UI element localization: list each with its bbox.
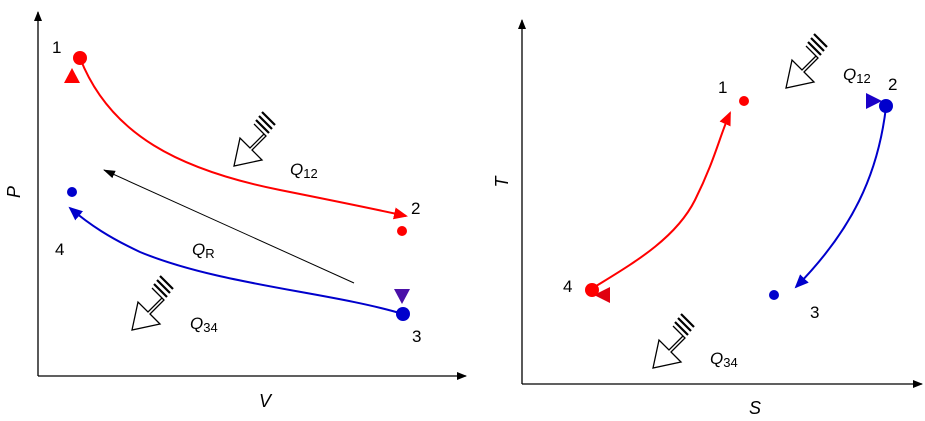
- pv-process-1-2: [79, 57, 408, 220]
- ts-q34-label: Q34: [710, 349, 738, 370]
- pv-heat-out-arrow-icon: [130, 274, 175, 332]
- pv-state-2-dot: [397, 226, 407, 236]
- ts-state-3-dot: [769, 290, 779, 300]
- ts-state-1-label: 1: [718, 78, 727, 97]
- pv-q12-label: Q12: [290, 160, 318, 181]
- pv-state-2-label: 2: [411, 199, 420, 218]
- pv-state-4-dot: [67, 187, 77, 197]
- ts-heat-in-arrow-icon: [784, 32, 829, 90]
- ts-state-2-label: 2: [888, 75, 897, 94]
- pv-state-1-dot: [73, 51, 87, 65]
- ts-diagram: T S 1 2 3 4 Q12 Q34: [492, 19, 923, 418]
- ts-y-axis-label: T: [492, 175, 512, 188]
- pv-state-1-label: 1: [52, 38, 61, 57]
- ts-state-3-label: 3: [810, 303, 819, 322]
- ts-state-4-dot: [585, 283, 599, 297]
- ts-x-axis-label: S: [749, 398, 761, 418]
- pv-y-axis-label: P: [4, 186, 24, 198]
- pv-process-3-4: [68, 206, 404, 315]
- pv-regenerator-arrow: [103, 169, 355, 284]
- pv-state-3-dot: [396, 307, 410, 321]
- pv-state-3-label: 3: [412, 327, 421, 346]
- pv-q34-label: Q34: [190, 314, 218, 335]
- pv-state-4-label: 4: [55, 240, 64, 259]
- pv-x-axis-label: V: [259, 391, 273, 411]
- ts-state-2-dot: [879, 99, 893, 113]
- ts-state-1-dot: [739, 96, 749, 106]
- ts-process-4-1: [592, 111, 731, 289]
- ts-heat-out-arrow-icon: [651, 312, 696, 370]
- ts-q12-label: Q12: [843, 65, 871, 86]
- ts-state-4-label: 4: [563, 277, 572, 296]
- pv-qr-label: QR: [192, 240, 215, 261]
- pv-heat-in-arrow-icon: [232, 110, 277, 168]
- ts-process-2-3: [794, 106, 887, 289]
- pv-diagram: P V 1 2 3 4 Q12 QR Q34: [4, 11, 467, 411]
